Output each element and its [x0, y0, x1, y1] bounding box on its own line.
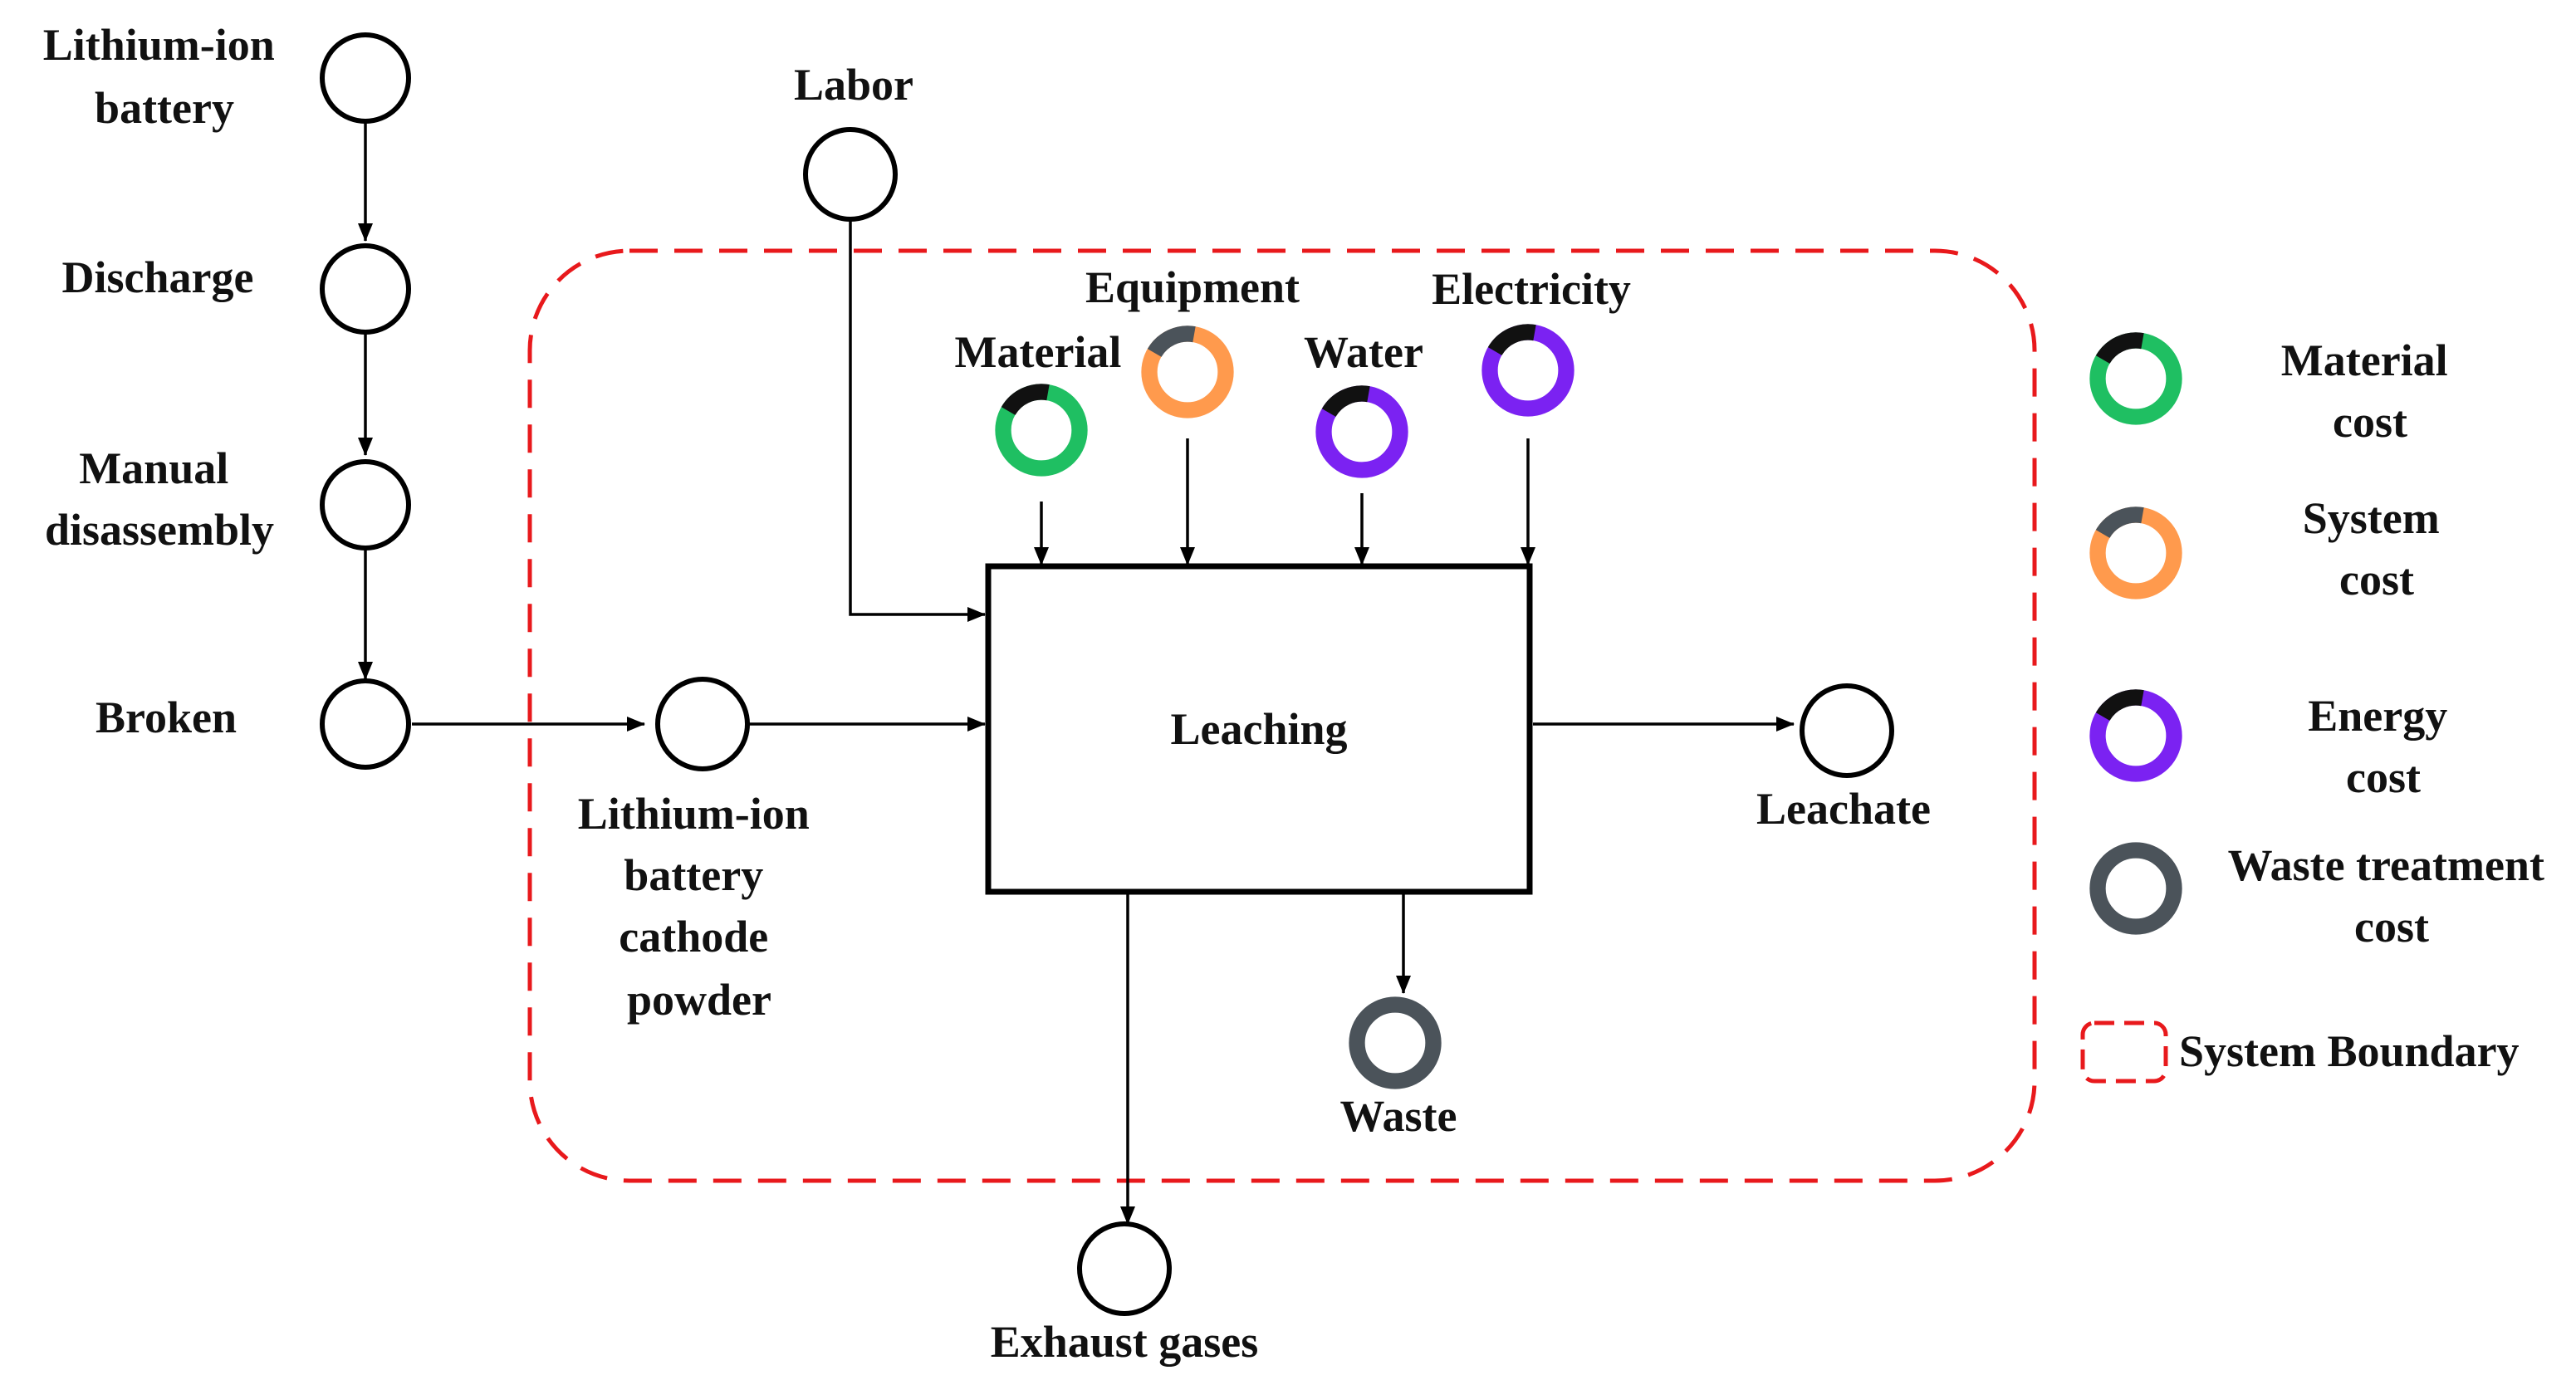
node-broken — [320, 678, 411, 770]
label-material: Material — [955, 327, 1122, 377]
legend-waste-treatment-cost-icon — [2089, 842, 2182, 935]
connector-lines — [358, 121, 1795, 1225]
label-discharge: Discharge — [62, 252, 254, 302]
cost-ring-cap — [2095, 506, 2144, 539]
label-lithium-ion-battery: Lithium-ion battery — [43, 20, 286, 133]
label-manual-disassembly: Manual disassembly — [45, 443, 274, 555]
cost-ring-band — [2089, 842, 2182, 935]
node-manual-disassembly — [320, 459, 411, 551]
label-labor: Labor — [794, 60, 913, 110]
legend-system-boundary-label: System Boundary — [2179, 1026, 2520, 1076]
cost-ring-cap — [1321, 385, 1370, 418]
legend-material-cost-icon — [2089, 332, 2182, 425]
cost-ring-water-input — [1315, 385, 1408, 478]
leaching-process-box — [985, 563, 1533, 895]
system-boundary — [527, 248, 2037, 1183]
cost-ring-cap — [1001, 384, 1050, 416]
label-equipment: Equipment — [1085, 262, 1300, 312]
legend-energy-cost-icon — [2089, 689, 2182, 782]
legend-system-cost-label: System cost — [2303, 493, 2451, 604]
cost-ring-equipment-input — [1141, 325, 1234, 418]
label-water: Water — [1304, 327, 1423, 377]
label-electricity: Electricity — [1432, 264, 1631, 314]
legend-energy-cost-label: Energy cost — [2308, 691, 2459, 802]
arrow-labor-to-leaching — [849, 219, 986, 622]
cost-ring-material-input — [995, 384, 1088, 477]
cost-ring-cap — [2095, 689, 2144, 722]
label-exhaust-gases: Exhaust gases — [991, 1317, 1259, 1367]
label-leachate: Leachate — [1756, 784, 1931, 834]
cost-ring-band — [1349, 996, 1442, 1089]
node-labor — [803, 127, 898, 222]
node-cathode-powder — [655, 677, 750, 771]
node-discharge — [320, 243, 411, 335]
legend: Material cost System cost Energy cost Wa… — [2080, 332, 2556, 1084]
legend-system-cost-icon — [2089, 506, 2182, 599]
node-leachate — [1800, 683, 1894, 778]
cost-ring-waste-output — [1349, 996, 1442, 1089]
cost-ring-cap — [1487, 324, 1536, 356]
open-nodes — [320, 32, 1894, 1316]
label-waste: Waste — [1340, 1091, 1457, 1141]
legend-system-boundary-icon — [2080, 1020, 2168, 1084]
cost-ring-electricity-input — [1481, 324, 1574, 417]
node-exhaust-gases — [1077, 1221, 1172, 1316]
legend-material-cost-label: Material cost — [2281, 335, 2459, 447]
cost-ring-cap — [2095, 332, 2144, 365]
node-lithium-ion-battery — [320, 32, 411, 124]
cost-ring-cap — [1147, 325, 1196, 358]
leaching-label: Leaching — [1170, 704, 1347, 754]
label-broken: Broken — [95, 692, 237, 742]
legend-waste-treatment-cost-label: Waste treatment cost — [2228, 840, 2556, 952]
label-cathode-powder: Lithium-ion battery cathode powder — [578, 789, 821, 1025]
